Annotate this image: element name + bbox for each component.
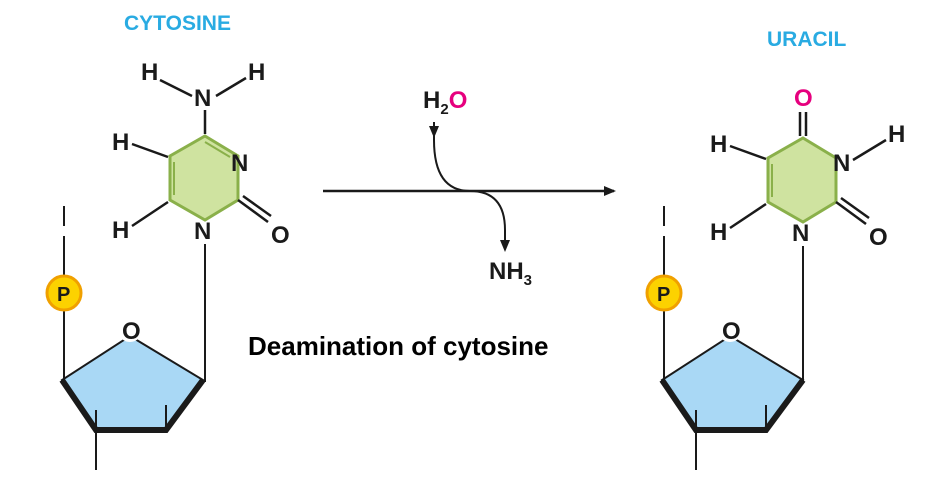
ammonia-label: NH3 [489, 258, 532, 289]
caption: Deamination of cytosine [248, 331, 549, 361]
cytosine-amine-h-right: H [248, 59, 265, 86]
uracil-structure: URACIL O N H N O H H P O [645, 28, 905, 470]
uracil-phosphate-label: P [657, 284, 670, 306]
uracil-h-c6: H [710, 131, 727, 158]
reaction-arrow-group: H2O NH3 Deamination of cytosine [248, 87, 616, 361]
cytosine-ring [168, 134, 240, 222]
cytosine-amine-n: N [194, 85, 211, 112]
uracil-o4: O [794, 85, 813, 112]
uracil-h-n3: H [888, 121, 905, 148]
cytosine-h-c5: H [112, 217, 129, 244]
cytosine-structure: CYTOSINE H H N N N O H H P O [45, 12, 290, 470]
ammonia-out-arrow [469, 190, 506, 246]
cytosine-phosphate [45, 274, 83, 312]
uracil-o2: O [869, 224, 888, 251]
water-in-arrow [433, 122, 471, 192]
uracil-n3: N [833, 150, 850, 177]
cytosine-sugar-o: O [122, 318, 141, 345]
uracil-h-c5: H [710, 219, 727, 246]
cytosine-h-c6: H [112, 129, 129, 156]
water-label: H2O [423, 87, 467, 118]
uracil-title: URACIL [767, 28, 846, 51]
cytosine-phosphate-label: P [57, 284, 70, 306]
cytosine-amine-h-left: H [141, 59, 158, 86]
cytosine-n1: N [194, 218, 211, 245]
cytosine-title: CYTOSINE [124, 12, 231, 35]
cytosine-n3: N [231, 150, 248, 177]
uracil-phosphate [645, 274, 683, 312]
uracil-sugar-o: O [722, 318, 741, 345]
uracil-ring [766, 136, 838, 224]
uracil-n1: N [792, 220, 809, 247]
cytosine-o2: O [271, 222, 290, 249]
